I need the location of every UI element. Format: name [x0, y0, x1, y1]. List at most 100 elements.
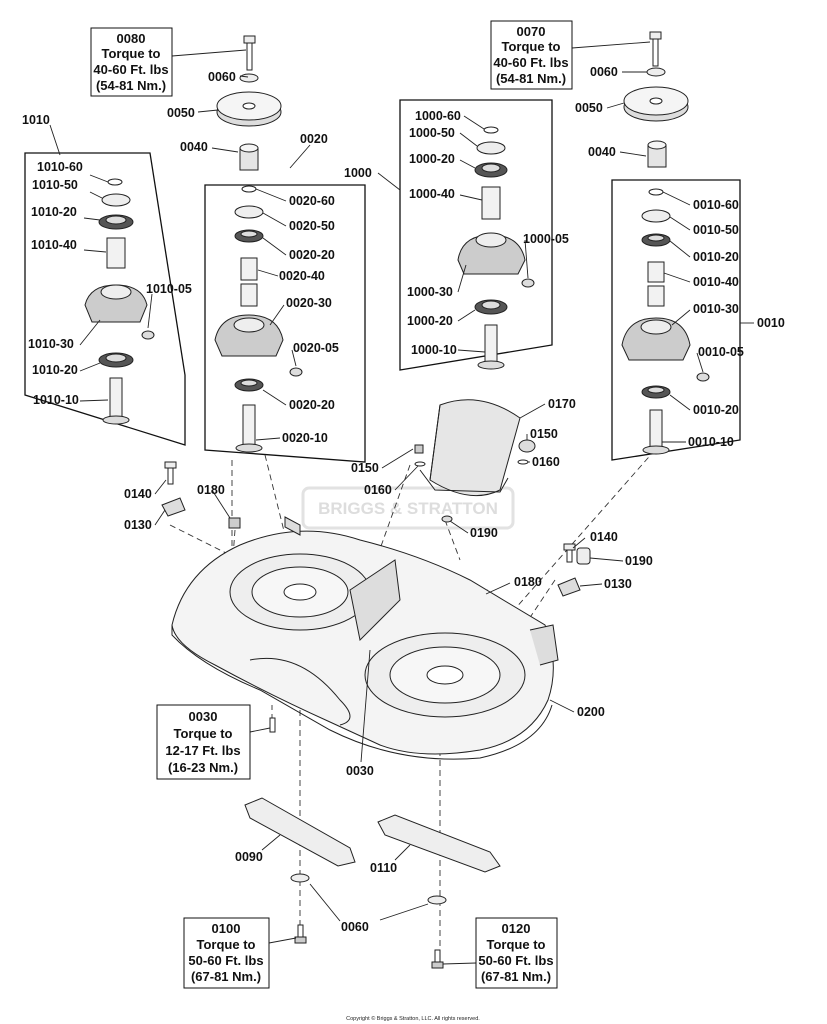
torque-box-0100-line-3: 50-60 Ft. lbs	[188, 953, 263, 968]
label-0150-right: 0150	[530, 427, 558, 441]
label-1000-20-bottom: 1000-20	[407, 314, 453, 328]
label-0060-right: 0060	[590, 65, 618, 79]
label-1000-10: 1000-10	[411, 343, 457, 357]
label-1000-40: 1000-40	[409, 187, 455, 201]
torque-box-0120-line-4: (67-81 Nm.)	[481, 969, 551, 984]
torque-box-0030-line-1: 0030	[189, 709, 218, 724]
label-0010: 0010	[757, 316, 785, 330]
torque-box-0030-line-3: 12-17 Ft. lbs	[165, 743, 240, 758]
torque-box-0080-line-2: Torque to	[102, 46, 161, 61]
label-0030: 0030	[346, 764, 374, 778]
pulley-assembly-right	[623, 31, 689, 168]
label-0190-chute: 0190	[470, 526, 498, 540]
label-0020-60: 0020-60	[289, 194, 335, 208]
torque-box-0100: 0100 Torque to 50-60 Ft. lbs (67-81 Nm.)	[183, 917, 270, 989]
label-0010-30: 0010-30	[693, 302, 739, 316]
label-0020-20-top: 0020-20	[289, 248, 335, 262]
label-0020-10: 0020-10	[282, 431, 328, 445]
label-0060-bottom: 0060	[341, 920, 369, 934]
torque-box-0080-line-1: 0080	[117, 31, 146, 46]
label-0010-40: 0010-40	[693, 275, 739, 289]
torque-box-0100-line-1: 0100	[212, 921, 241, 936]
spindle-stack-1000	[457, 126, 535, 370]
torque-box-0030-line-2: Torque to	[174, 726, 233, 741]
label-0020-05: 0020-05	[293, 341, 339, 355]
group-0020-outline	[204, 184, 366, 463]
part-labels: 1010 0020 1000 0010 0060 0050 0040 1000-…	[22, 65, 785, 934]
label-0050-right: 0050	[575, 101, 603, 115]
label-0130-left: 0130	[124, 518, 152, 532]
torque-box-0120-line-1: 0120	[502, 921, 531, 936]
label-0110: 0110	[370, 861, 397, 875]
label-1000-20-top: 1000-20	[409, 152, 455, 166]
copyright-text: Copyright © Briggs & Stratton, LLC. All …	[346, 1015, 480, 1022]
watermark-text: BRIGGS & STRATTON	[318, 499, 498, 518]
discharge-chute	[414, 399, 536, 523]
torque-box-0100-line-2: Torque to	[197, 937, 256, 952]
label-0140-left: 0140	[124, 487, 152, 501]
label-1010-20-bottom: 1010-20	[32, 363, 78, 377]
label-0010-10: 0010-10	[688, 435, 734, 449]
label-0040-left: 0040	[180, 140, 208, 154]
label-1000-30: 1000-30	[407, 285, 453, 299]
blade-0090	[244, 797, 356, 944]
label-1010-40: 1010-40	[31, 238, 77, 252]
label-0160-right: 0160	[532, 455, 560, 469]
label-0170: 0170	[548, 397, 576, 411]
label-0130-right: 0130	[604, 577, 632, 591]
torque-box-0120-line-3: 50-60 Ft. lbs	[478, 953, 553, 968]
torque-box-0120-line-2: Torque to	[487, 937, 546, 952]
label-0050-left: 0050	[167, 106, 195, 120]
group-1000-outline	[399, 99, 553, 371]
watermark: BRIGGS & STRATTON	[301, 486, 515, 530]
label-0010-05: 0010-05	[698, 345, 744, 359]
label-0090: 0090	[235, 850, 263, 864]
label-0160-left: 0160	[364, 483, 392, 497]
label-0020-20-bottom: 0020-20	[289, 398, 335, 412]
group-0010-outline	[611, 179, 741, 461]
label-1010: 1010	[22, 113, 50, 127]
torque-box-0080-line-4: (54-81 Nm.)	[96, 78, 166, 93]
label-0020-30: 0020-30	[286, 296, 332, 310]
torque-box-0070-line-4: (54-81 Nm.)	[496, 71, 566, 86]
label-0180-right: 0180	[514, 575, 542, 589]
label-1000-05: 1000-05	[523, 232, 569, 246]
label-0010-20-top: 0010-20	[693, 250, 739, 264]
label-0010-50: 0010-50	[693, 223, 739, 237]
label-1010-05: 1010-05	[146, 282, 192, 296]
torque-box-0070-line-2: Torque to	[502, 39, 561, 54]
label-0010-20-bottom: 0010-20	[693, 403, 739, 417]
torque-box-0030: 0030 Torque to 12-17 Ft. lbs (16-23 Nm.)	[156, 704, 251, 780]
torque-box-0100-line-4: (67-81 Nm.)	[191, 969, 261, 984]
torque-box-0120: 0120 Torque to 50-60 Ft. lbs (67-81 Nm.)	[475, 917, 558, 989]
mower-deck	[171, 516, 559, 760]
torque-box-0070-line-3: 40-60 Ft. lbs	[493, 55, 568, 70]
label-0200: 0200	[577, 705, 605, 719]
label-1010-50: 1010-50	[32, 178, 78, 192]
blade-0110	[377, 814, 501, 969]
label-0180-left: 0180	[197, 483, 225, 497]
label-1010-10: 1010-10	[33, 393, 79, 407]
label-0060-left: 0060	[208, 70, 236, 84]
spindle-stack-0010	[621, 188, 710, 455]
label-0020-40: 0020-40	[279, 269, 325, 283]
torque-box-0030-line-4: (16-23 Nm.)	[168, 760, 238, 775]
label-0020: 0020	[300, 132, 328, 146]
spindle-stack-0020	[214, 185, 303, 453]
label-0020-50: 0020-50	[289, 219, 335, 233]
label-1000-60: 1000-60	[415, 109, 461, 123]
pulley-assembly-left	[216, 35, 282, 171]
group-1010-outline	[24, 152, 186, 446]
label-1000: 1000	[344, 166, 372, 180]
label-1010-60: 1010-60	[37, 160, 83, 174]
group-outlines	[24, 99, 741, 463]
label-0190-right: 0190	[625, 554, 653, 568]
spindle-stack-1010	[84, 178, 155, 425]
label-0040-right: 0040	[588, 145, 616, 159]
leader-lines	[49, 41, 754, 965]
label-0150-left: 0150	[351, 461, 379, 475]
label-1000-50: 1000-50	[409, 126, 455, 140]
torque-box-0070: 0070 Torque to 40-60 Ft. lbs (54-81 Nm.)	[490, 20, 573, 90]
torque-box-0070-line-1: 0070	[517, 24, 546, 39]
